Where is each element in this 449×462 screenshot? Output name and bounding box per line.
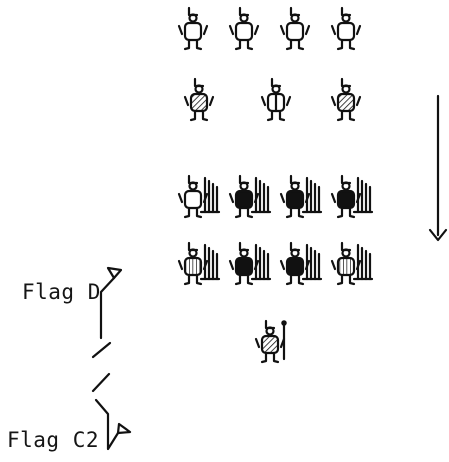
figure-group: [177, 6, 374, 364]
soldier-figure: [177, 174, 221, 219]
soldier-figure: [279, 241, 323, 286]
flag-c2-pole: [91, 372, 132, 451]
soldier-figure: [228, 241, 272, 286]
flag-d-pole: [91, 266, 123, 359]
direction-arrow: [428, 94, 448, 242]
soldier-figure: [330, 174, 374, 219]
soldier-figure: [183, 77, 215, 122]
soldier-figure: [177, 241, 221, 286]
soldier-figure: [330, 77, 362, 122]
soldier-figure: [279, 174, 323, 219]
flag-c2-label: Flag C2: [7, 428, 100, 452]
soldier-figure: [260, 77, 292, 122]
soldier-figure: [228, 6, 260, 51]
soldier-figure: [228, 174, 272, 219]
soldier-figure: [254, 319, 287, 364]
soldier-figure: [330, 241, 374, 286]
soldier-figure: [330, 6, 362, 51]
soldier-figure: [279, 6, 311, 51]
soldier-figure: [177, 6, 209, 51]
flag-d-label: Flag D: [22, 280, 101, 304]
